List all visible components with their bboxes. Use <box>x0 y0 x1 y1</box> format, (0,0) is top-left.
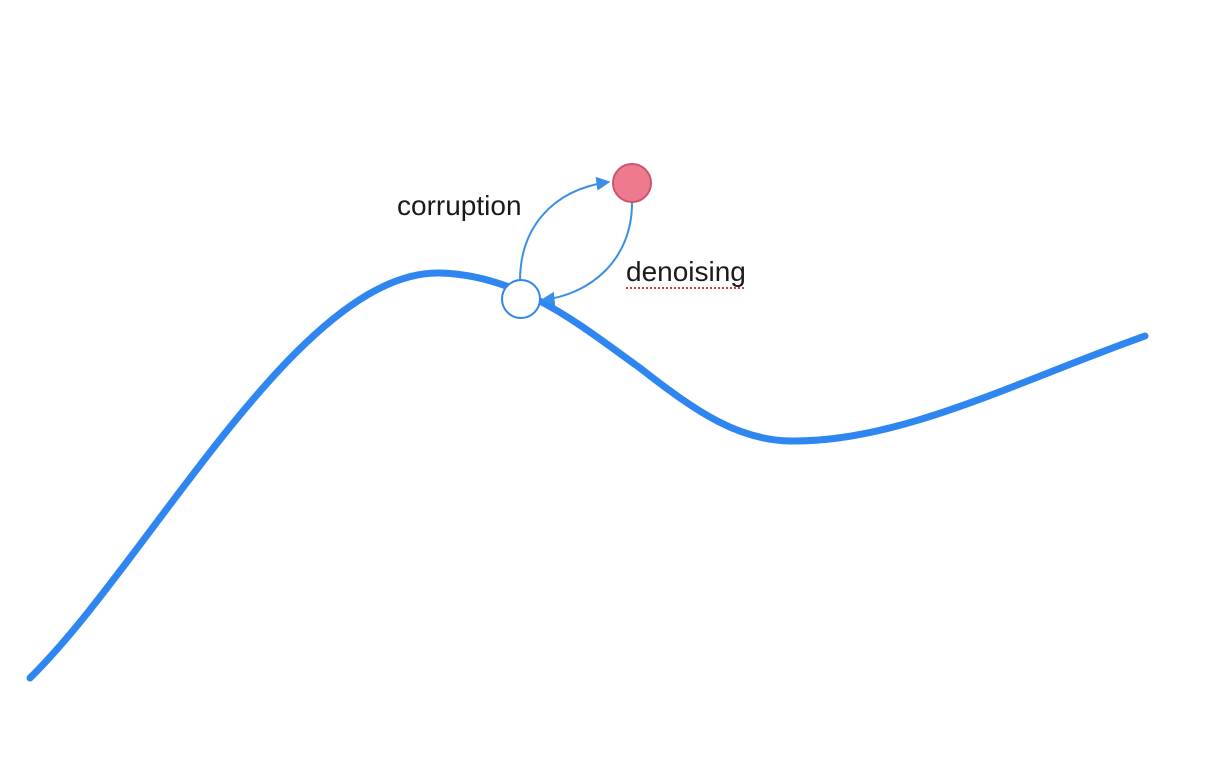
corruption-arrow <box>519 176 611 282</box>
manifold-curve <box>26 269 1149 682</box>
corruption-label: corruption <box>397 190 522 221</box>
denoising-arrow <box>540 202 633 306</box>
noisy-data-point <box>612 163 652 203</box>
clean-data-point <box>501 279 541 319</box>
denoising-label: denoising <box>626 256 746 287</box>
